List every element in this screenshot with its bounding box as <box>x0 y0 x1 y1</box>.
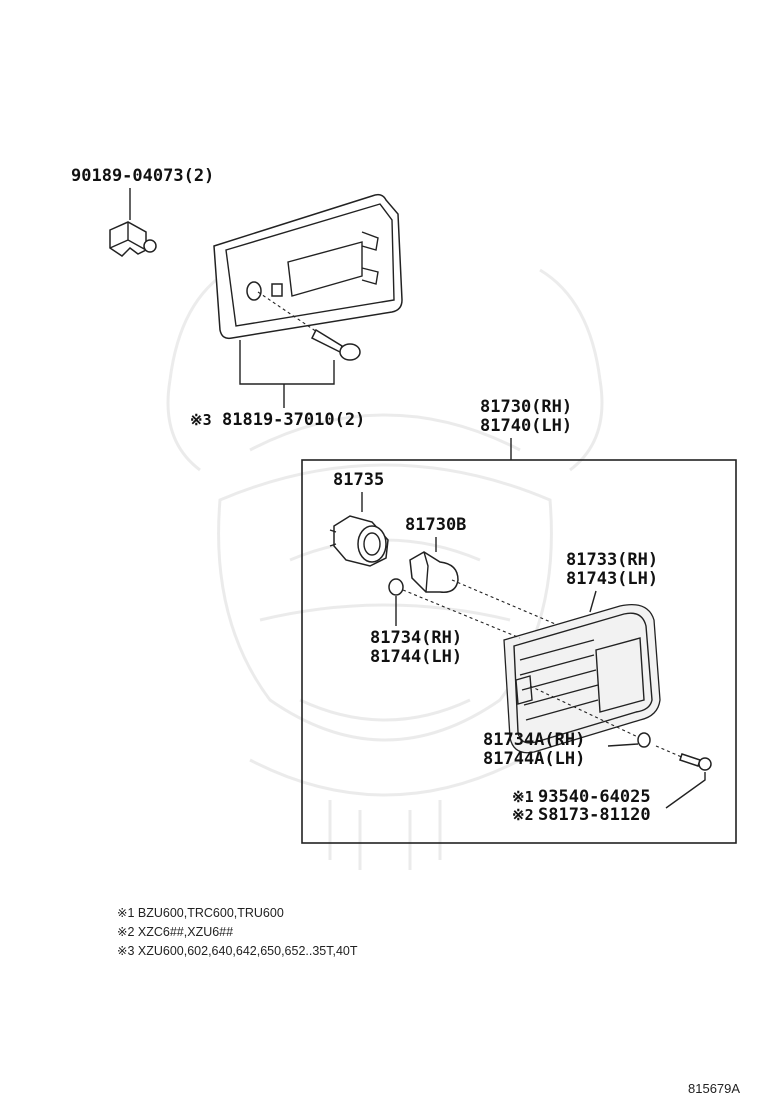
label-fastener-1[interactable]: 93540-64025 <box>538 787 651 807</box>
side-marker-lamp <box>213 193 403 340</box>
label-gasket-lh[interactable]: 81744(LH) <box>370 647 462 667</box>
leader-gasket-a <box>607 743 639 747</box>
leader-screw-bracket <box>239 340 335 385</box>
note-2: ※2 XZC6##,XZU6## <box>117 925 233 939</box>
watermark-logo <box>166 268 604 870</box>
label-fastener-2-prefix: ※2 <box>512 806 534 824</box>
label-gasket-a-rh[interactable]: 81734A(RH) <box>483 730 585 750</box>
label-fastener-2[interactable]: S8173-81120 <box>538 805 651 825</box>
label-bolt-clip[interactable]: 90189-04073(2) <box>71 166 214 186</box>
gasket-a-part <box>637 732 651 748</box>
label-screw-prefix: ※3 <box>190 411 212 429</box>
clip-part <box>109 221 157 257</box>
bulb-guide-line <box>451 579 561 627</box>
lens-part <box>503 603 661 754</box>
fastener-part <box>655 745 712 771</box>
leader-fastener <box>665 772 706 809</box>
assembly-box <box>301 459 737 844</box>
socket-part <box>329 515 389 567</box>
label-assy-rh[interactable]: 81730(RH) <box>480 397 572 417</box>
diagram-code: 815679A <box>688 1081 740 1096</box>
bulb-part <box>409 551 459 593</box>
label-lens-lh[interactable]: 81743(LH) <box>566 569 658 589</box>
label-bulb[interactable]: 81730B <box>405 515 466 535</box>
label-lens-rh[interactable]: 81733(RH) <box>566 550 658 570</box>
label-socket[interactable]: 81735 <box>333 470 384 490</box>
leader-lens <box>589 590 597 613</box>
screw-part <box>257 291 361 361</box>
label-gasket-a-lh[interactable]: 81744A(LH) <box>483 749 585 769</box>
note-1: ※1 BZU600,TRC600,TRU600 <box>117 906 284 920</box>
gasket-part <box>388 578 521 639</box>
label-fastener-1-prefix: ※1 <box>512 788 534 806</box>
note-3: ※3 XZU600,602,640,642,650,652..35T,40T <box>117 944 358 958</box>
label-screw[interactable]: 81819-37010(2) <box>222 410 365 430</box>
label-assy-lh[interactable]: 81740(LH) <box>480 416 572 436</box>
label-gasket-rh[interactable]: 81734(RH) <box>370 628 462 648</box>
fastener-guide-line <box>529 685 641 739</box>
